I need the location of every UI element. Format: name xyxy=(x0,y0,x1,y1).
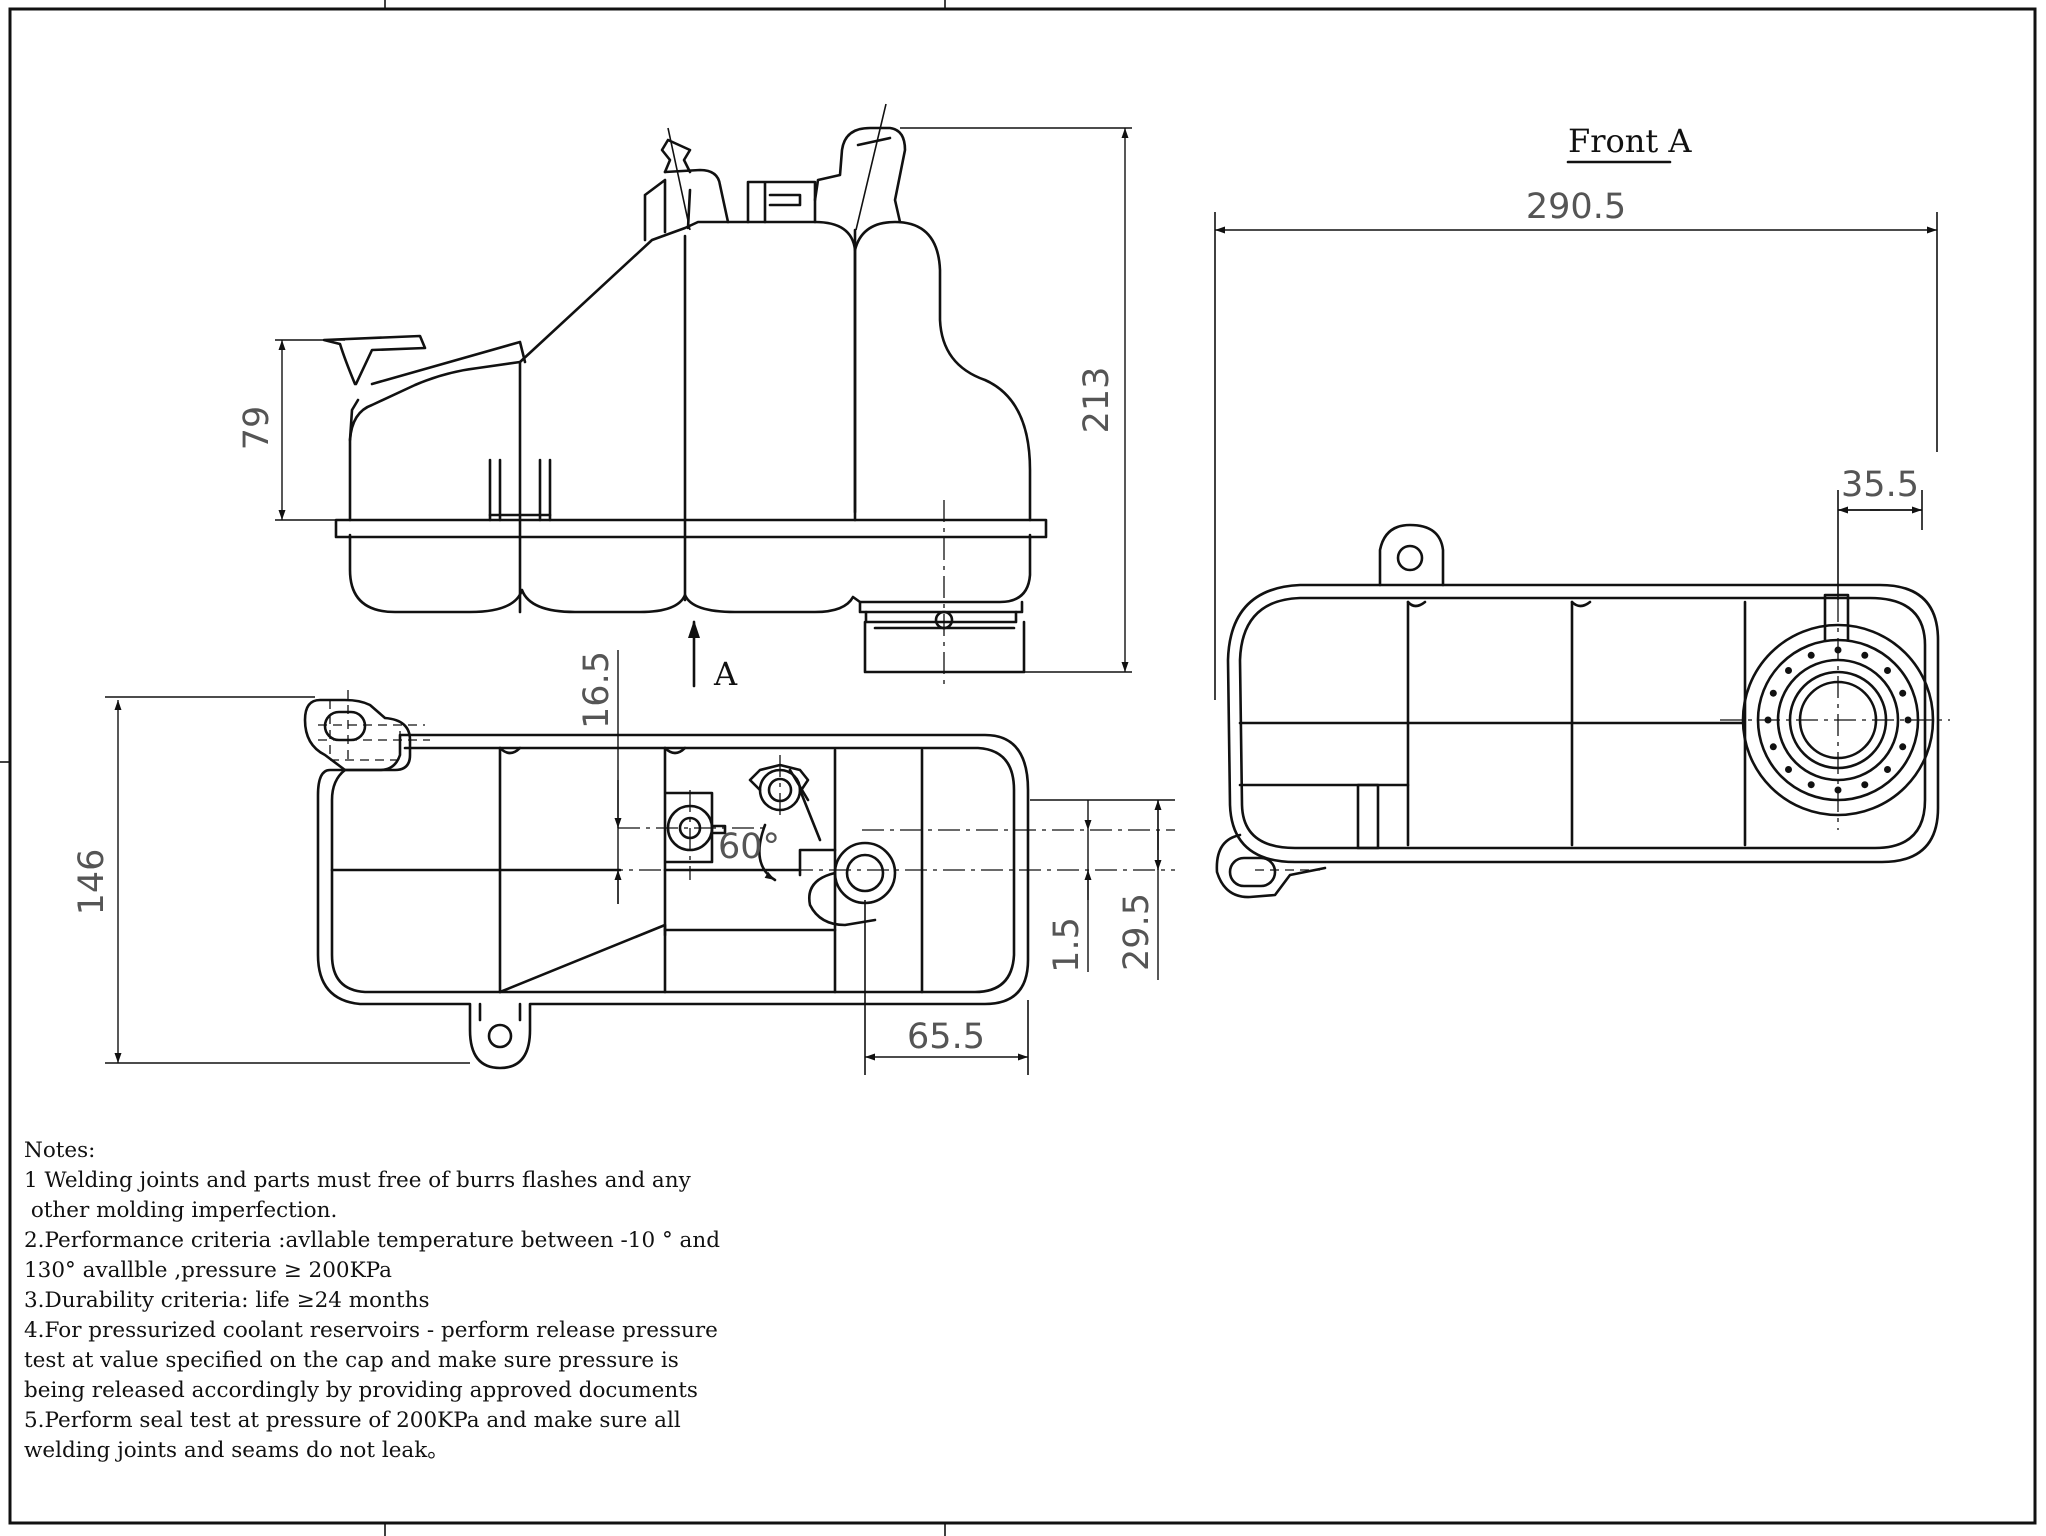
view-label: Front A xyxy=(1568,122,1692,160)
top-view: 60° 146 16.5 1.5 29.5 65.5 xyxy=(72,650,1175,1075)
dim-depth-total: 146 xyxy=(72,849,112,916)
front-view: Front A 290.5 xyxy=(1214,122,1950,899)
note-line: being released accordingly by providing … xyxy=(24,1378,698,1403)
notes-heading: Notes: xyxy=(24,1138,96,1163)
note-line: 3.Durability criteria: life ≥24 months xyxy=(24,1288,430,1313)
note-line: 2.Performance criteria :avllable tempera… xyxy=(24,1228,720,1253)
drawing-frame xyxy=(8,7,2037,1525)
cap-rib-dot xyxy=(1769,689,1777,697)
dim-offset-small: 1.5 xyxy=(1047,917,1087,973)
cap-rib-dot xyxy=(1785,766,1792,773)
section-marker: A xyxy=(713,655,738,693)
side-view: A 213 79 xyxy=(237,103,1132,693)
dim-height-total: 213 xyxy=(1077,367,1117,434)
cap-rib-dot xyxy=(1861,781,1869,789)
dim-offset-cap: 35.5 xyxy=(1841,465,1919,505)
note-line: welding joints and seams do not leak。 xyxy=(24,1438,449,1463)
note-line: 4.For pressurized coolant reservoirs - p… xyxy=(24,1318,718,1343)
cap-rib-dot xyxy=(1884,667,1891,674)
note-line: test at value specified on the cap and m… xyxy=(24,1348,679,1373)
cap-rib-dot xyxy=(1861,651,1869,659)
note-line: 130° avallble ,pressure ≥ 200KPa xyxy=(24,1258,392,1283)
note-line: 1 Welding joints and parts must free of … xyxy=(24,1168,691,1193)
dim-width-total: 290.5 xyxy=(1526,187,1626,227)
dim-offset-outlet: 29.5 xyxy=(1117,893,1157,971)
note-line: other molding imperfection. xyxy=(24,1198,338,1223)
note-line: 5.Perform seal test at pressure of 200KP… xyxy=(24,1408,681,1433)
cap-rib-dot xyxy=(1904,716,1912,724)
cap-rib-dot xyxy=(1807,651,1815,659)
dim-offset-top: 16.5 xyxy=(577,651,617,729)
dim-height-neck: 79 xyxy=(237,406,277,451)
cap-rib-dot xyxy=(1769,743,1777,751)
notes-block: Notes: 1 Welding joints and parts must f… xyxy=(24,1136,744,1466)
dim-width-outlet: 65.5 xyxy=(907,1017,985,1057)
cap-rib-dot xyxy=(1807,781,1815,789)
dim-angle: 60° xyxy=(718,827,780,867)
cap-rib-dot xyxy=(1899,689,1907,697)
cap-rib-dot xyxy=(1884,766,1891,773)
cap-rib-dot xyxy=(1899,743,1907,751)
cap-rib-dot xyxy=(1785,667,1792,674)
